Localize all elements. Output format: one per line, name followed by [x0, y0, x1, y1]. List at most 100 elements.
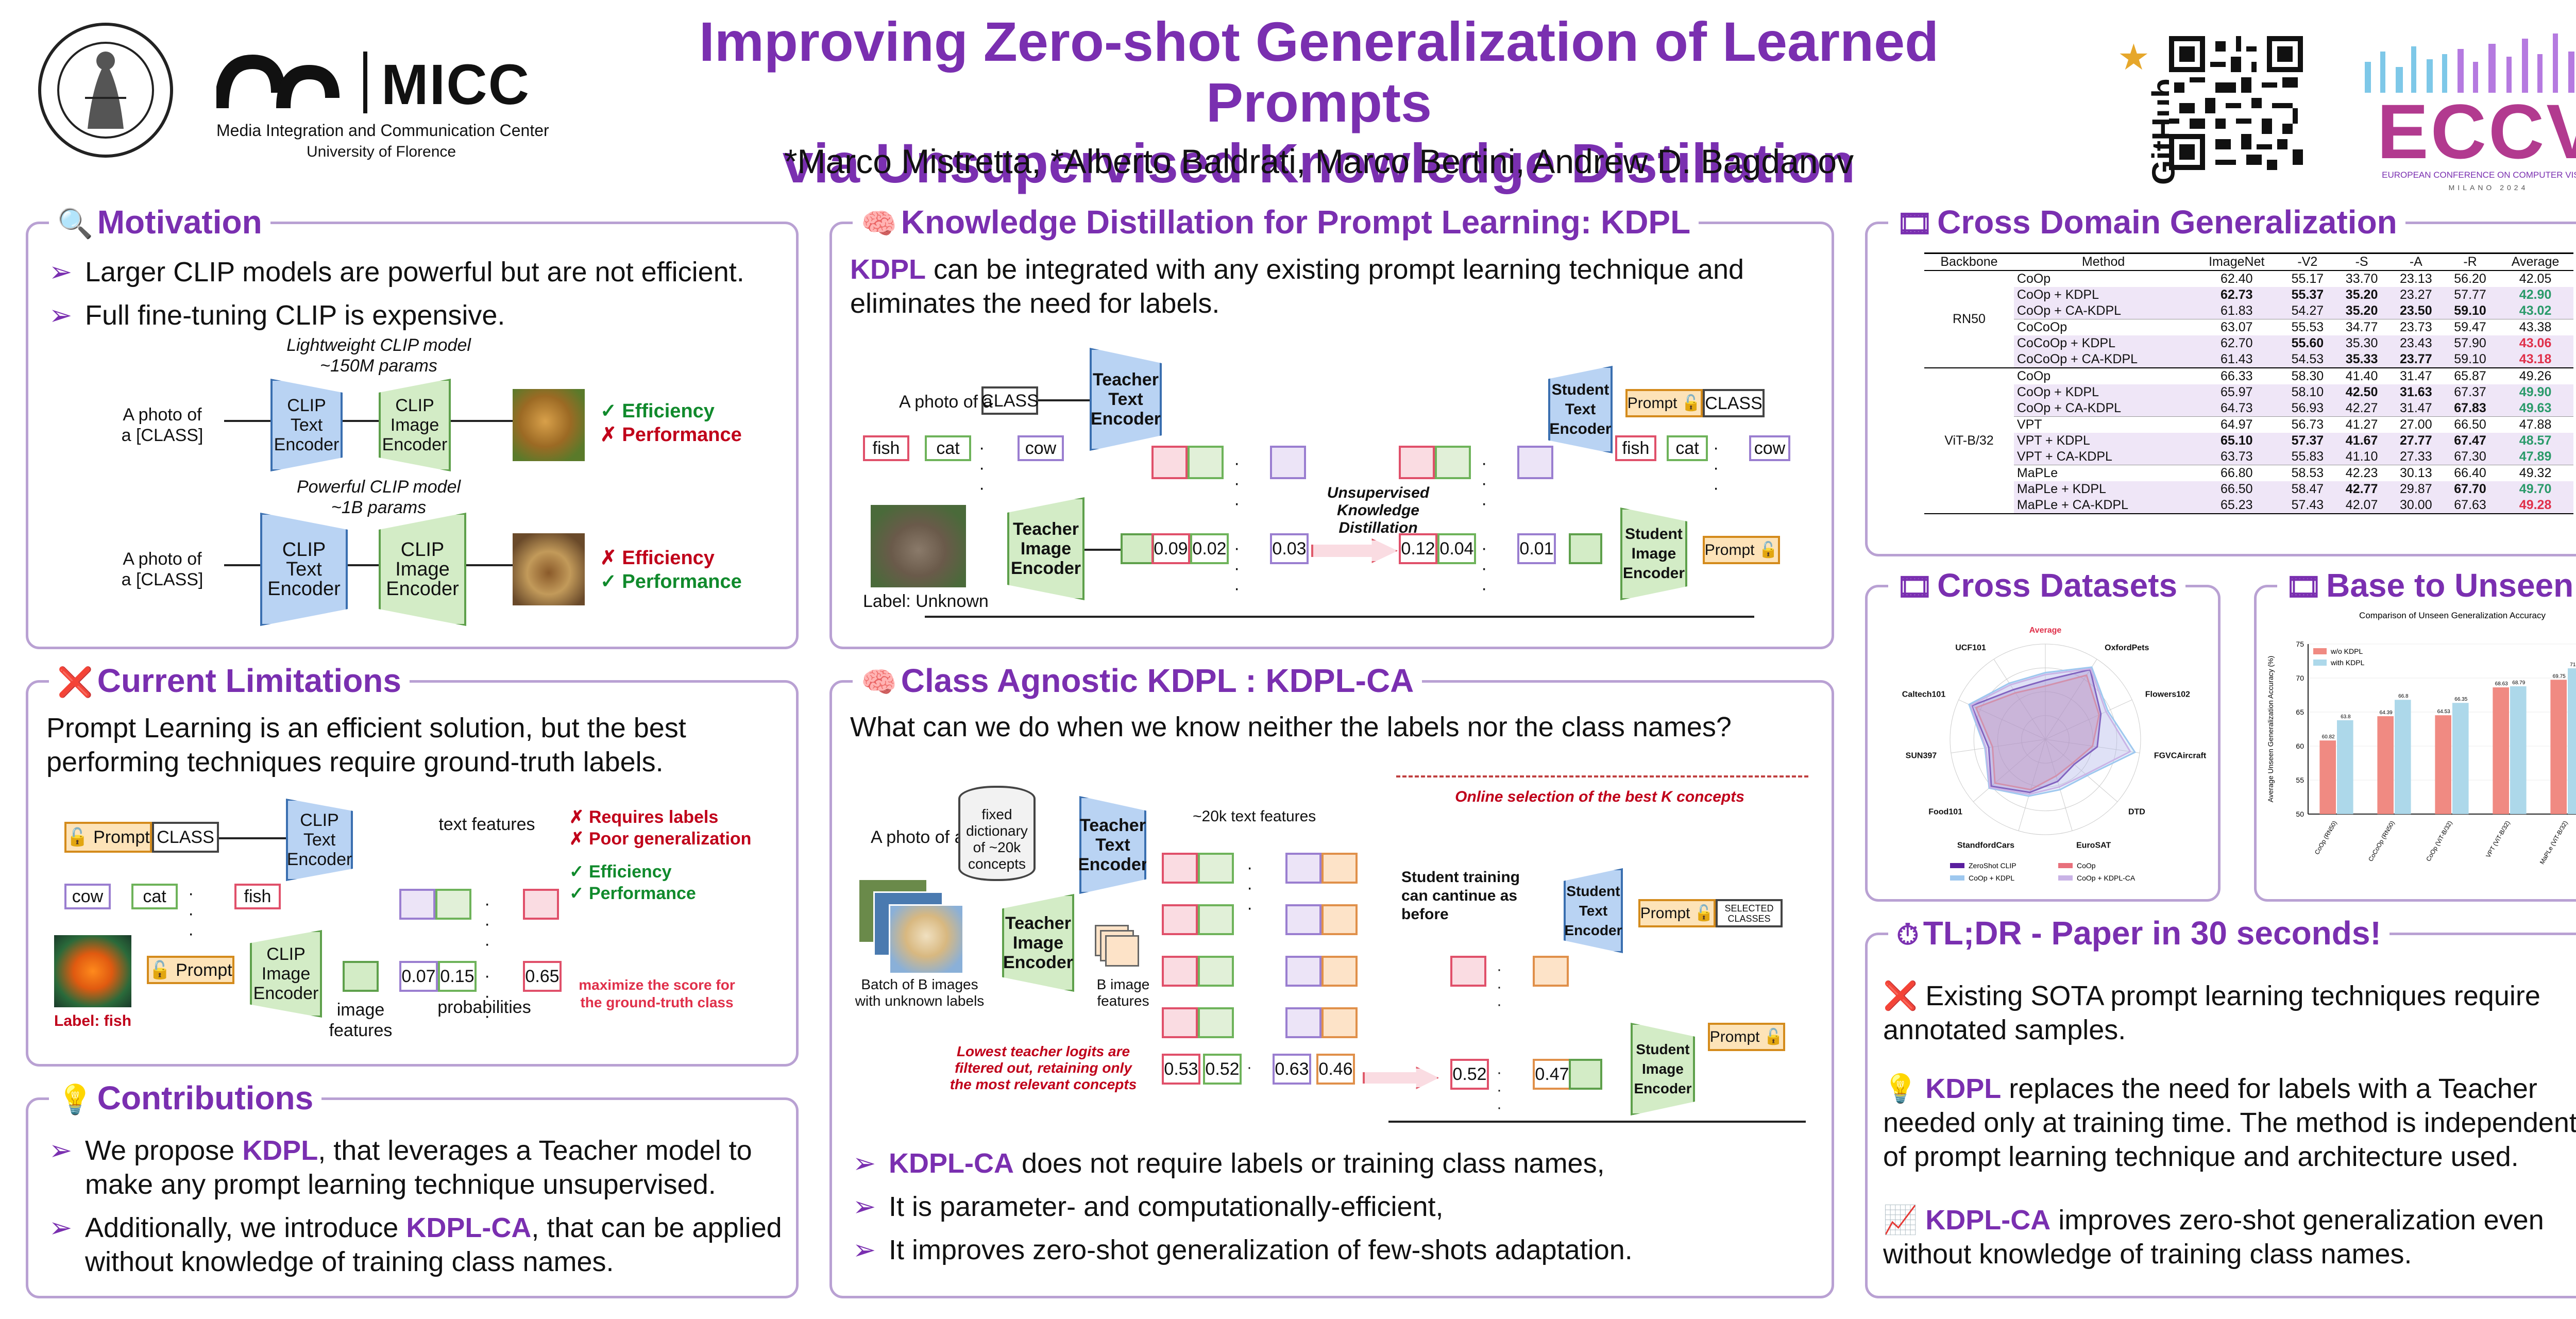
github-star-icon: ★	[2117, 37, 2150, 77]
bar-value-label: 63.8	[2341, 714, 2351, 720]
table-cell: 67.37	[2443, 384, 2498, 400]
arrow	[343, 420, 379, 422]
table-cell: 23.77	[2388, 351, 2443, 368]
table-cell: 33.70	[2345, 272, 2378, 286]
arrow	[224, 420, 270, 422]
chart-title: Comparison of Unseen Generalization Accu…	[2359, 611, 2546, 620]
table-cell: 58.53	[2280, 465, 2335, 481]
micc-university: University of Florence	[307, 143, 456, 160]
base-to-unseen-title: 🎞Base to Unseen	[2277, 565, 2576, 607]
image-encoder: CLIP Image Encoder	[379, 513, 466, 626]
class-fish: fish	[234, 884, 281, 909]
label-fish: Label: fish	[54, 1012, 132, 1029]
dog-images	[858, 878, 964, 974]
lion-image	[513, 389, 585, 461]
table-cell: 66.40	[2443, 465, 2498, 481]
table-cell: 47.89	[2497, 449, 2573, 465]
table-cell: 62.70	[2193, 335, 2281, 351]
table-cell: 41.10	[2334, 449, 2389, 465]
table-cell: CoCoOp + KDPL	[2013, 335, 2193, 351]
bar-value-label: 71.43	[2570, 662, 2576, 668]
table-cell: 42.77	[2334, 481, 2389, 497]
prob-cell: 0.03	[1270, 533, 1309, 564]
label-unknown: Label: Unknown	[863, 591, 989, 611]
table-cell: 57.37	[2280, 433, 2335, 449]
table-cell: 65.23	[2193, 497, 2281, 514]
class-cat: cat	[925, 435, 971, 461]
y-axis-label: Average Unseen Generalization Accuracy (…	[2266, 656, 2275, 803]
limitations-panel: ❌Current Limitations Prompt Learning is …	[26, 660, 799, 1067]
table-cell: 55.83	[2280, 449, 2335, 465]
table-cell: 64.97	[2193, 416, 2281, 433]
bar-chart: Comparison of Unseen Generalization Accu…	[2266, 611, 2576, 866]
online-selection-box	[1396, 775, 1808, 781]
table-cell: 41.27	[2334, 416, 2389, 433]
table-cell: MaPLe + CA-KDPL	[2013, 497, 2193, 514]
film-icon: 🎞	[2285, 570, 2323, 603]
table-cell: 56.93	[2280, 400, 2335, 417]
github-qr[interactable]: GitHub ★	[2117, 36, 2303, 185]
kdpl-intro: KDPL can be integrated with any existing…	[850, 254, 1744, 319]
table-cell: MaPLe + KDPL	[2013, 481, 2193, 497]
lock-icon: 🔓	[149, 960, 171, 980]
powerful-results: ✗ Efficiency ✓ Performance	[600, 547, 742, 593]
legend-label: w/o KDPL	[2330, 647, 2363, 655]
table-cell: 55.17	[2291, 272, 2324, 286]
table-cell: MaPLe	[2013, 465, 2193, 481]
y-tick-label: 70	[2296, 674, 2304, 682]
table-cell: 64.73	[2193, 400, 2281, 417]
brain-icon: 🧠	[861, 207, 897, 240]
table-cell: 41.67	[2334, 433, 2389, 449]
table-cell: 43.02	[2497, 303, 2573, 319]
table-cell: 23.13	[2400, 272, 2432, 286]
radar-chart: AverageOxfordPetsFlowers102FGVCAircraftD…	[1902, 626, 2207, 882]
table-cell: 61.43	[2193, 351, 2281, 368]
class-cat: cat	[131, 884, 178, 909]
arrow	[466, 564, 513, 566]
table-cell: VPT + KDPL	[2013, 433, 2193, 449]
table-cell: 57.43	[2280, 497, 2335, 514]
table-cell: 57.90	[2443, 335, 2498, 351]
x-tick-label: CoOp (RN50)	[2313, 820, 2338, 856]
lock-icon: 🔓	[1758, 541, 1778, 559]
class-cow: cow	[1018, 435, 1064, 461]
table-cell: 31.47	[2388, 400, 2443, 417]
table-cell: 34.77	[2334, 319, 2389, 335]
radar-axis-label: EuroSAT	[2076, 841, 2111, 850]
contributions-bullets: We propose KDPL, that leverages a Teache…	[44, 1134, 786, 1288]
cross-domain-title: 🎞Cross Domain Generalization	[1888, 201, 2405, 244]
table-cell: 49.70	[2497, 481, 2573, 497]
table-cell: 49.26	[2519, 369, 2552, 383]
score-cell: 0.52	[1203, 1054, 1242, 1085]
y-tick-label: 50	[2296, 810, 2304, 818]
radar-axis	[1993, 659, 2046, 740]
table-cell: 54.53	[2280, 351, 2335, 368]
table-cell: 49.63	[2497, 400, 2573, 417]
radar-series	[1968, 666, 2137, 797]
eccv-subtitle: EUROPEAN CONFERENCE ON COMPUTER VISION	[2382, 170, 2576, 180]
radar-axis	[2045, 739, 2118, 802]
authors: *Marco Mistretta, *Alberto Baldrati, Mar…	[784, 142, 1854, 180]
student-image-encoder: Student Image Encoder	[1620, 508, 1687, 600]
title-line-2: via Unsupervised Knowledge Distillation	[782, 132, 1856, 194]
table-cell: 42.23	[2334, 465, 2389, 481]
motivation-panel: 🔍Motivation Larger CLIP models are power…	[26, 201, 799, 649]
prob-cell: 0.04	[1437, 533, 1476, 564]
image-encoder: CLIP Image Encoder	[379, 379, 451, 471]
limitations-text: Prompt Learning is an efficient solution…	[46, 713, 686, 777]
bullet: Additionally, we introduce KDPL-CA, that…	[44, 1211, 786, 1279]
score-cell: 0.46	[1316, 1054, 1355, 1085]
bar-value-label: 64.39	[2380, 710, 2393, 716]
score-cell: 0.47	[1533, 1059, 1571, 1090]
table-cell: 67.47	[2443, 433, 2498, 449]
tldr-panel: ⏱TL;DR - Paper in 30 seconds! ❌ Existing…	[1865, 912, 2576, 1298]
table-cell: 56.73	[2280, 416, 2335, 433]
light-results: ✓ Efficiency ✗ Performance	[600, 400, 742, 446]
table-cell: 59.10	[2443, 303, 2498, 319]
